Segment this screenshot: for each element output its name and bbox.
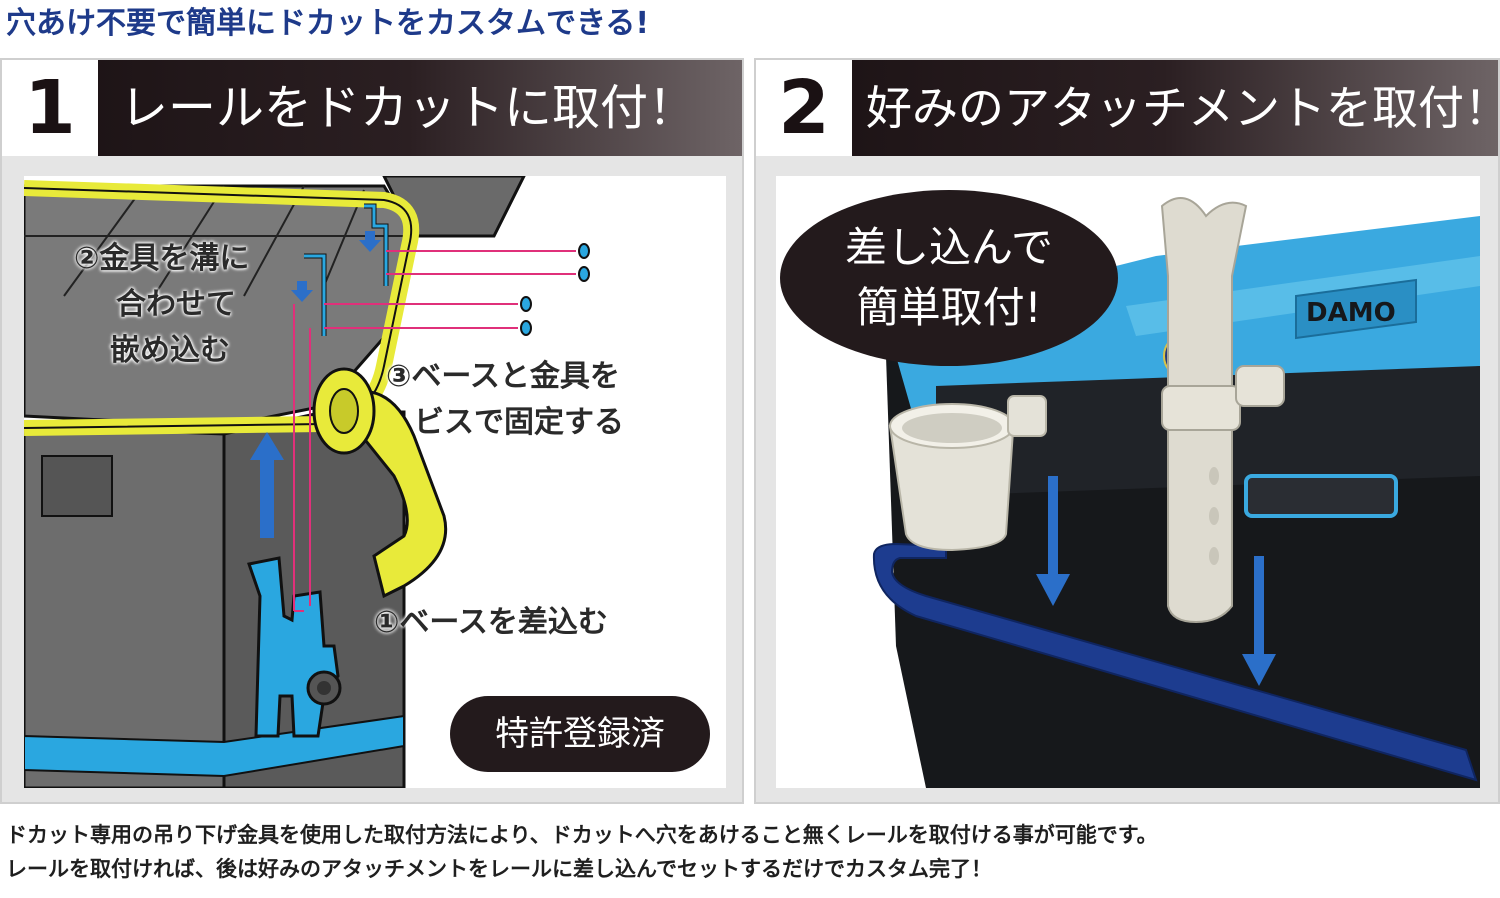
brand-plate — [1295, 278, 1417, 340]
side-latch — [1244, 474, 1398, 518]
step-2-number: 2 — [756, 60, 852, 156]
cup-inner — [902, 413, 1002, 443]
down-arrow-cup-shaft — [1048, 476, 1058, 576]
label-fit-line3: 嵌め込む — [110, 333, 230, 368]
step-1-panel: 1 レールをドカットに取付！ — [0, 58, 744, 804]
hook-arrow-front — [291, 281, 313, 302]
headline: 穴あけ不要で簡単にドカットをカスタムできる! — [6, 6, 650, 41]
step-1-header: 1 レールをドカットに取付！ — [2, 60, 742, 156]
step-2-title: 好みのアタッチメントを取付！ — [866, 81, 1500, 135]
down-arrow-rod-head — [1242, 654, 1276, 686]
screws — [520, 243, 590, 336]
step-2-panel: 2 好みのアタッチメントを取付！ DAMO — [754, 58, 1500, 804]
insert-arrow-head — [250, 432, 284, 460]
rod-holder-clamp — [1161, 385, 1241, 431]
easy-install-bubble: 差し込んで 簡単取付! — [780, 190, 1118, 366]
hook-arrow-rear — [359, 231, 381, 252]
down-arrow-rod-shaft — [1254, 556, 1264, 656]
brand-logo: DAMO — [1306, 298, 1396, 328]
label-insert: ①ベースを差込む — [374, 605, 608, 640]
front-hook — [304, 254, 326, 336]
cup-holder — [888, 414, 1016, 552]
label-fit-line1: ②金具を溝に — [74, 241, 250, 276]
fixing-knob-center — [317, 681, 331, 695]
handle-hinge-center — [329, 388, 359, 434]
rail-mounting-diagram — [24, 176, 590, 788]
footer-description: ドカット専用の吊り下げ金具を使用した取付方法により、ドカットへ穴をあけること無く… — [6, 818, 1496, 886]
cup-clamp — [1007, 395, 1047, 437]
attachment-photo: DAMO — [872, 197, 1480, 788]
patent-badge: 特許登録済 — [450, 696, 710, 772]
step-2-photo: DAMO — [776, 176, 1480, 788]
bubble-line1: 差し込んで — [845, 223, 1053, 272]
step-1-number: 1 — [2, 60, 98, 156]
footer-line2: レールを取付ければ、後は好みのアタッチメントをレールに差し込んでセットするだけで… — [6, 857, 992, 881]
step-1-illustration: ②金具を溝に 合わせて 嵌め込む ③ベースと金具を ビスで固定する ①ベースを差… — [24, 176, 726, 788]
handle-arm — [321, 390, 448, 599]
navy-rail — [872, 542, 1478, 782]
lid-grid — [24, 185, 404, 297]
label-fit-line2: 合わせて — [116, 287, 236, 322]
rod-holder-slots — [1209, 467, 1219, 565]
guide-lines — [293, 250, 576, 612]
footer-line1: ドカット専用の吊り下げ金具を使用した取付方法により、ドカットへ穴をあけること無く… — [6, 823, 1158, 847]
rod-holder-knob — [1235, 365, 1285, 407]
bubble-line2: 簡単取付! — [856, 283, 1042, 332]
label-fix-line2: ビスで固定する — [414, 405, 624, 440]
down-arrow-cup-head — [1036, 574, 1070, 606]
label-fix-line1: ③ベースと金具を — [386, 359, 620, 394]
insert-arrow-shaft — [260, 458, 274, 538]
rear-hook — [364, 204, 388, 286]
step-1-title: レールをドカットに取付！ — [120, 80, 697, 136]
step-2-header: 2 好みのアタッチメントを取付！ — [756, 60, 1500, 156]
front-latch — [41, 455, 113, 517]
